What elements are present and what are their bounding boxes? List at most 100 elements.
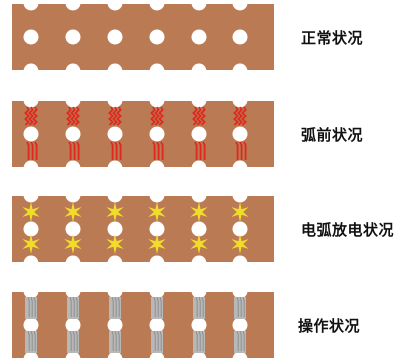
- crack-mark: [110, 141, 114, 160]
- crack-mark: [118, 141, 122, 160]
- hole: [149, 126, 165, 142]
- wear-line: [69, 296, 72, 317]
- crack-mark: [152, 141, 156, 160]
- strip-pre-arc: [12, 101, 274, 167]
- wear-line: [75, 296, 78, 317]
- wear-line: [156, 296, 159, 317]
- holes-operation: [23, 292, 248, 358]
- hole: [149, 196, 165, 203]
- crack-mark: [158, 106, 164, 126]
- spark-mark: [148, 202, 166, 222]
- hole: [23, 317, 39, 333]
- hole: [23, 292, 39, 299]
- label-normal: 正常状况: [301, 29, 364, 47]
- hole: [232, 292, 248, 299]
- hole: [149, 160, 165, 167]
- hole: [65, 351, 81, 358]
- crack-mark: [112, 106, 118, 126]
- hole: [23, 196, 39, 203]
- wear-line: [236, 330, 239, 351]
- wear-line: [201, 330, 204, 351]
- hole: [191, 101, 207, 108]
- hole: [23, 351, 39, 358]
- wear-line: [72, 330, 75, 351]
- crack-mark: [28, 106, 34, 126]
- crack-mark: [235, 141, 239, 160]
- hole: [191, 29, 207, 45]
- wear-mark: [234, 297, 246, 319]
- wear-line: [201, 296, 204, 317]
- hole: [65, 221, 81, 237]
- wear-line: [239, 296, 242, 317]
- crack-mark: [116, 106, 122, 126]
- hole: [191, 351, 207, 358]
- hole: [232, 101, 248, 108]
- hole: [191, 160, 207, 167]
- holes-normal: [23, 4, 248, 70]
- wear-mark: [234, 331, 246, 353]
- hole: [232, 29, 248, 45]
- hole: [65, 160, 81, 167]
- hole: [232, 255, 248, 262]
- wear-mark: [67, 297, 79, 319]
- wear-line: [159, 330, 162, 351]
- hole: [191, 255, 207, 262]
- label-operation: 操作状况: [298, 317, 361, 335]
- crack-mark: [194, 141, 198, 160]
- hole: [149, 255, 165, 262]
- spark-mark: [231, 234, 249, 254]
- crack-mark: [237, 106, 243, 126]
- hole: [149, 63, 165, 70]
- wear-line: [114, 296, 117, 317]
- wear-line: [198, 296, 201, 317]
- hole: [65, 63, 81, 70]
- wear-mark: [151, 297, 163, 319]
- wear-line: [111, 296, 114, 317]
- hole: [191, 317, 207, 333]
- label-arc-discharge: 电弧放电状况: [301, 221, 395, 239]
- hole: [65, 101, 81, 108]
- wear-line: [156, 330, 159, 351]
- crack-mark: [202, 141, 206, 160]
- crack-mark: [32, 106, 38, 126]
- crack-mark: [76, 141, 80, 160]
- spark-mark: [64, 234, 82, 254]
- hole: [149, 317, 165, 333]
- spark-mark: [148, 234, 166, 254]
- hole: [149, 351, 165, 358]
- wear-line: [239, 330, 242, 351]
- crack-mark: [192, 106, 198, 126]
- crack-mark: [198, 141, 202, 160]
- wear-line: [117, 296, 120, 317]
- wear-line: [195, 296, 198, 317]
- hole: [23, 255, 39, 262]
- hole: [23, 29, 39, 45]
- hole: [232, 4, 248, 11]
- wear-line: [159, 296, 162, 317]
- wear-line: [153, 296, 156, 317]
- hole: [65, 126, 81, 142]
- wear-line: [153, 330, 156, 351]
- crack-mark: [156, 141, 160, 160]
- hole: [232, 126, 248, 142]
- hole: [107, 196, 123, 203]
- hole: [149, 292, 165, 299]
- crack-mark: [160, 141, 164, 160]
- hole: [232, 351, 248, 358]
- wear-line: [242, 330, 245, 351]
- hole: [65, 255, 81, 262]
- crack-mark: [74, 106, 80, 126]
- crack-mark: [72, 141, 76, 160]
- hole: [191, 196, 207, 203]
- crack-mark: [30, 141, 34, 160]
- hole: [23, 221, 39, 237]
- hole: [191, 63, 207, 70]
- crack-mark: [68, 141, 72, 160]
- crack-mark: [70, 106, 76, 126]
- crack-mark: [200, 106, 206, 126]
- wear-line: [30, 296, 33, 317]
- hole: [149, 29, 165, 45]
- wear-line: [27, 296, 30, 317]
- crack-mark: [34, 141, 38, 160]
- hole: [23, 101, 39, 108]
